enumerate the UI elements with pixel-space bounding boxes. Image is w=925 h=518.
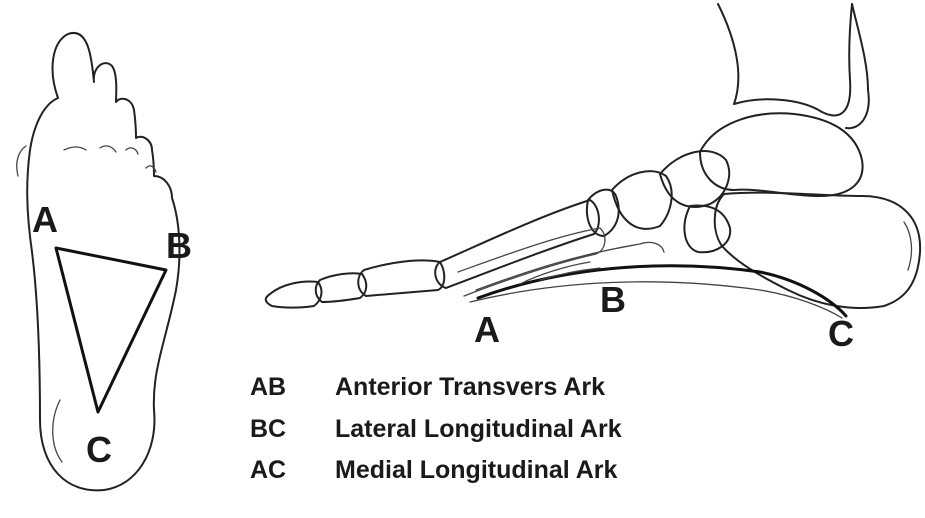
cuboid-bone	[684, 206, 730, 253]
sole-point-c-label: C	[86, 429, 112, 470]
sole-point-a-label: A	[32, 199, 58, 240]
sole-ball-line	[17, 146, 26, 176]
legend-code-ab: AB	[250, 373, 286, 401]
sole-point-b-label: B	[166, 225, 192, 266]
side-point-a-label: A	[474, 309, 500, 350]
sole-view: A B C	[17, 33, 192, 490]
proximal-phalanx	[358, 260, 444, 296]
toe-crease-2	[100, 146, 116, 152]
talus-bone	[700, 113, 863, 196]
arch-triangle	[56, 248, 166, 412]
distal-phalanx	[266, 282, 322, 308]
legend: AB Anterior Transvers Ark BC Lateral Lon…	[250, 373, 622, 484]
calcaneus-bone	[715, 193, 920, 308]
legend-code-ac: AC	[250, 456, 286, 484]
tibia-bone	[718, 4, 852, 115]
toe-crease-1	[64, 147, 86, 150]
legend-text-ab: Anterior Transvers Ark	[335, 373, 605, 401]
toe-crease-3	[126, 148, 138, 154]
legend-text-ac: Medial Longitudinal Ark	[335, 456, 618, 484]
side-point-b-label: B	[600, 279, 626, 320]
side-view: A B C	[266, 4, 920, 354]
legend-text-bc: Lateral Longitudinal Ark	[335, 415, 622, 443]
legend-code-bc: BC	[250, 415, 286, 443]
side-point-c-label: C	[828, 313, 854, 354]
navicular-bone	[660, 151, 729, 207]
calcaneus-tuber-detail	[904, 222, 911, 270]
sole-outline	[27, 33, 179, 490]
side-sole-line	[470, 282, 842, 318]
heel-curve	[53, 400, 62, 462]
